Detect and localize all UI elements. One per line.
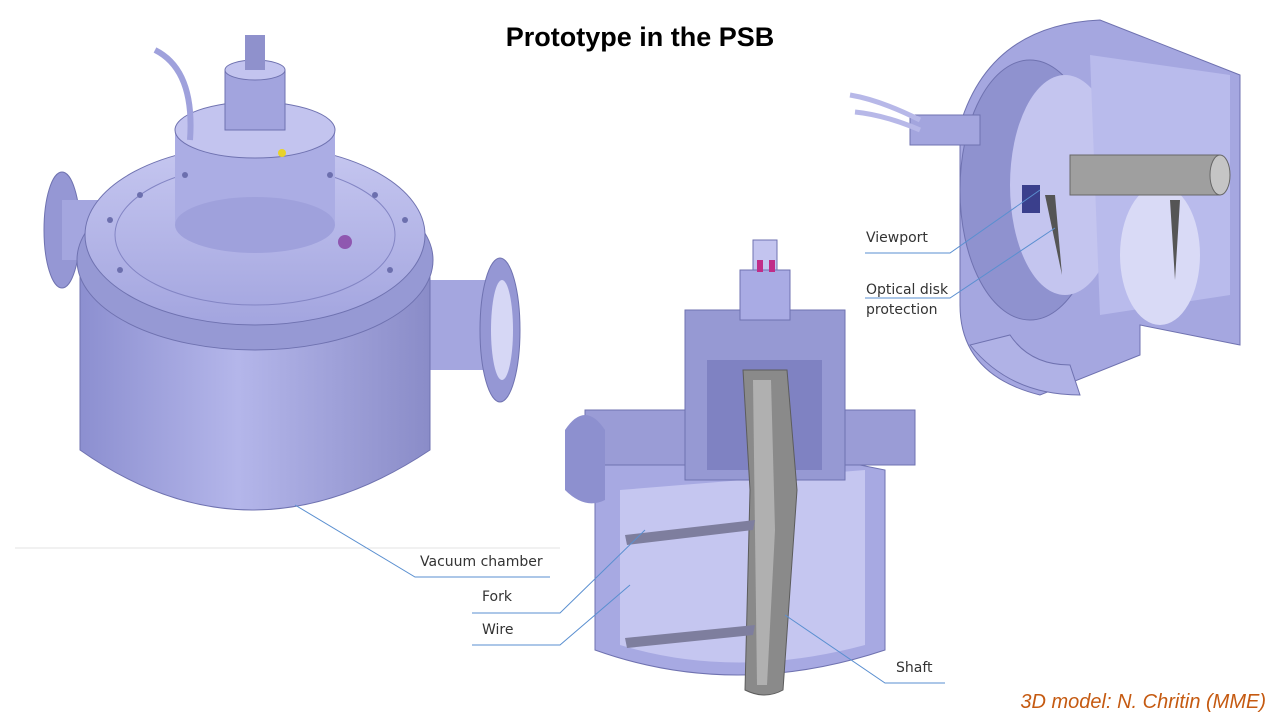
label-vacuum-chamber: Vacuum chamber [420,554,543,570]
label-optical-disk-line2: protection [866,302,938,318]
label-viewport: Viewport [866,230,928,246]
label-shaft: Shaft [896,660,933,676]
assembled-chamber-render [15,35,560,549]
label-fork: Fork [482,589,512,605]
slide-title: Prototype in the PSB [505,22,775,52]
label-optical-disk-line1: Optical disk [866,282,949,298]
label-wire: Wire [482,622,514,638]
model-credit: 3D model: N. Chritin (MME) [1020,691,1266,713]
cutaway-chamber-render [565,239,916,696]
